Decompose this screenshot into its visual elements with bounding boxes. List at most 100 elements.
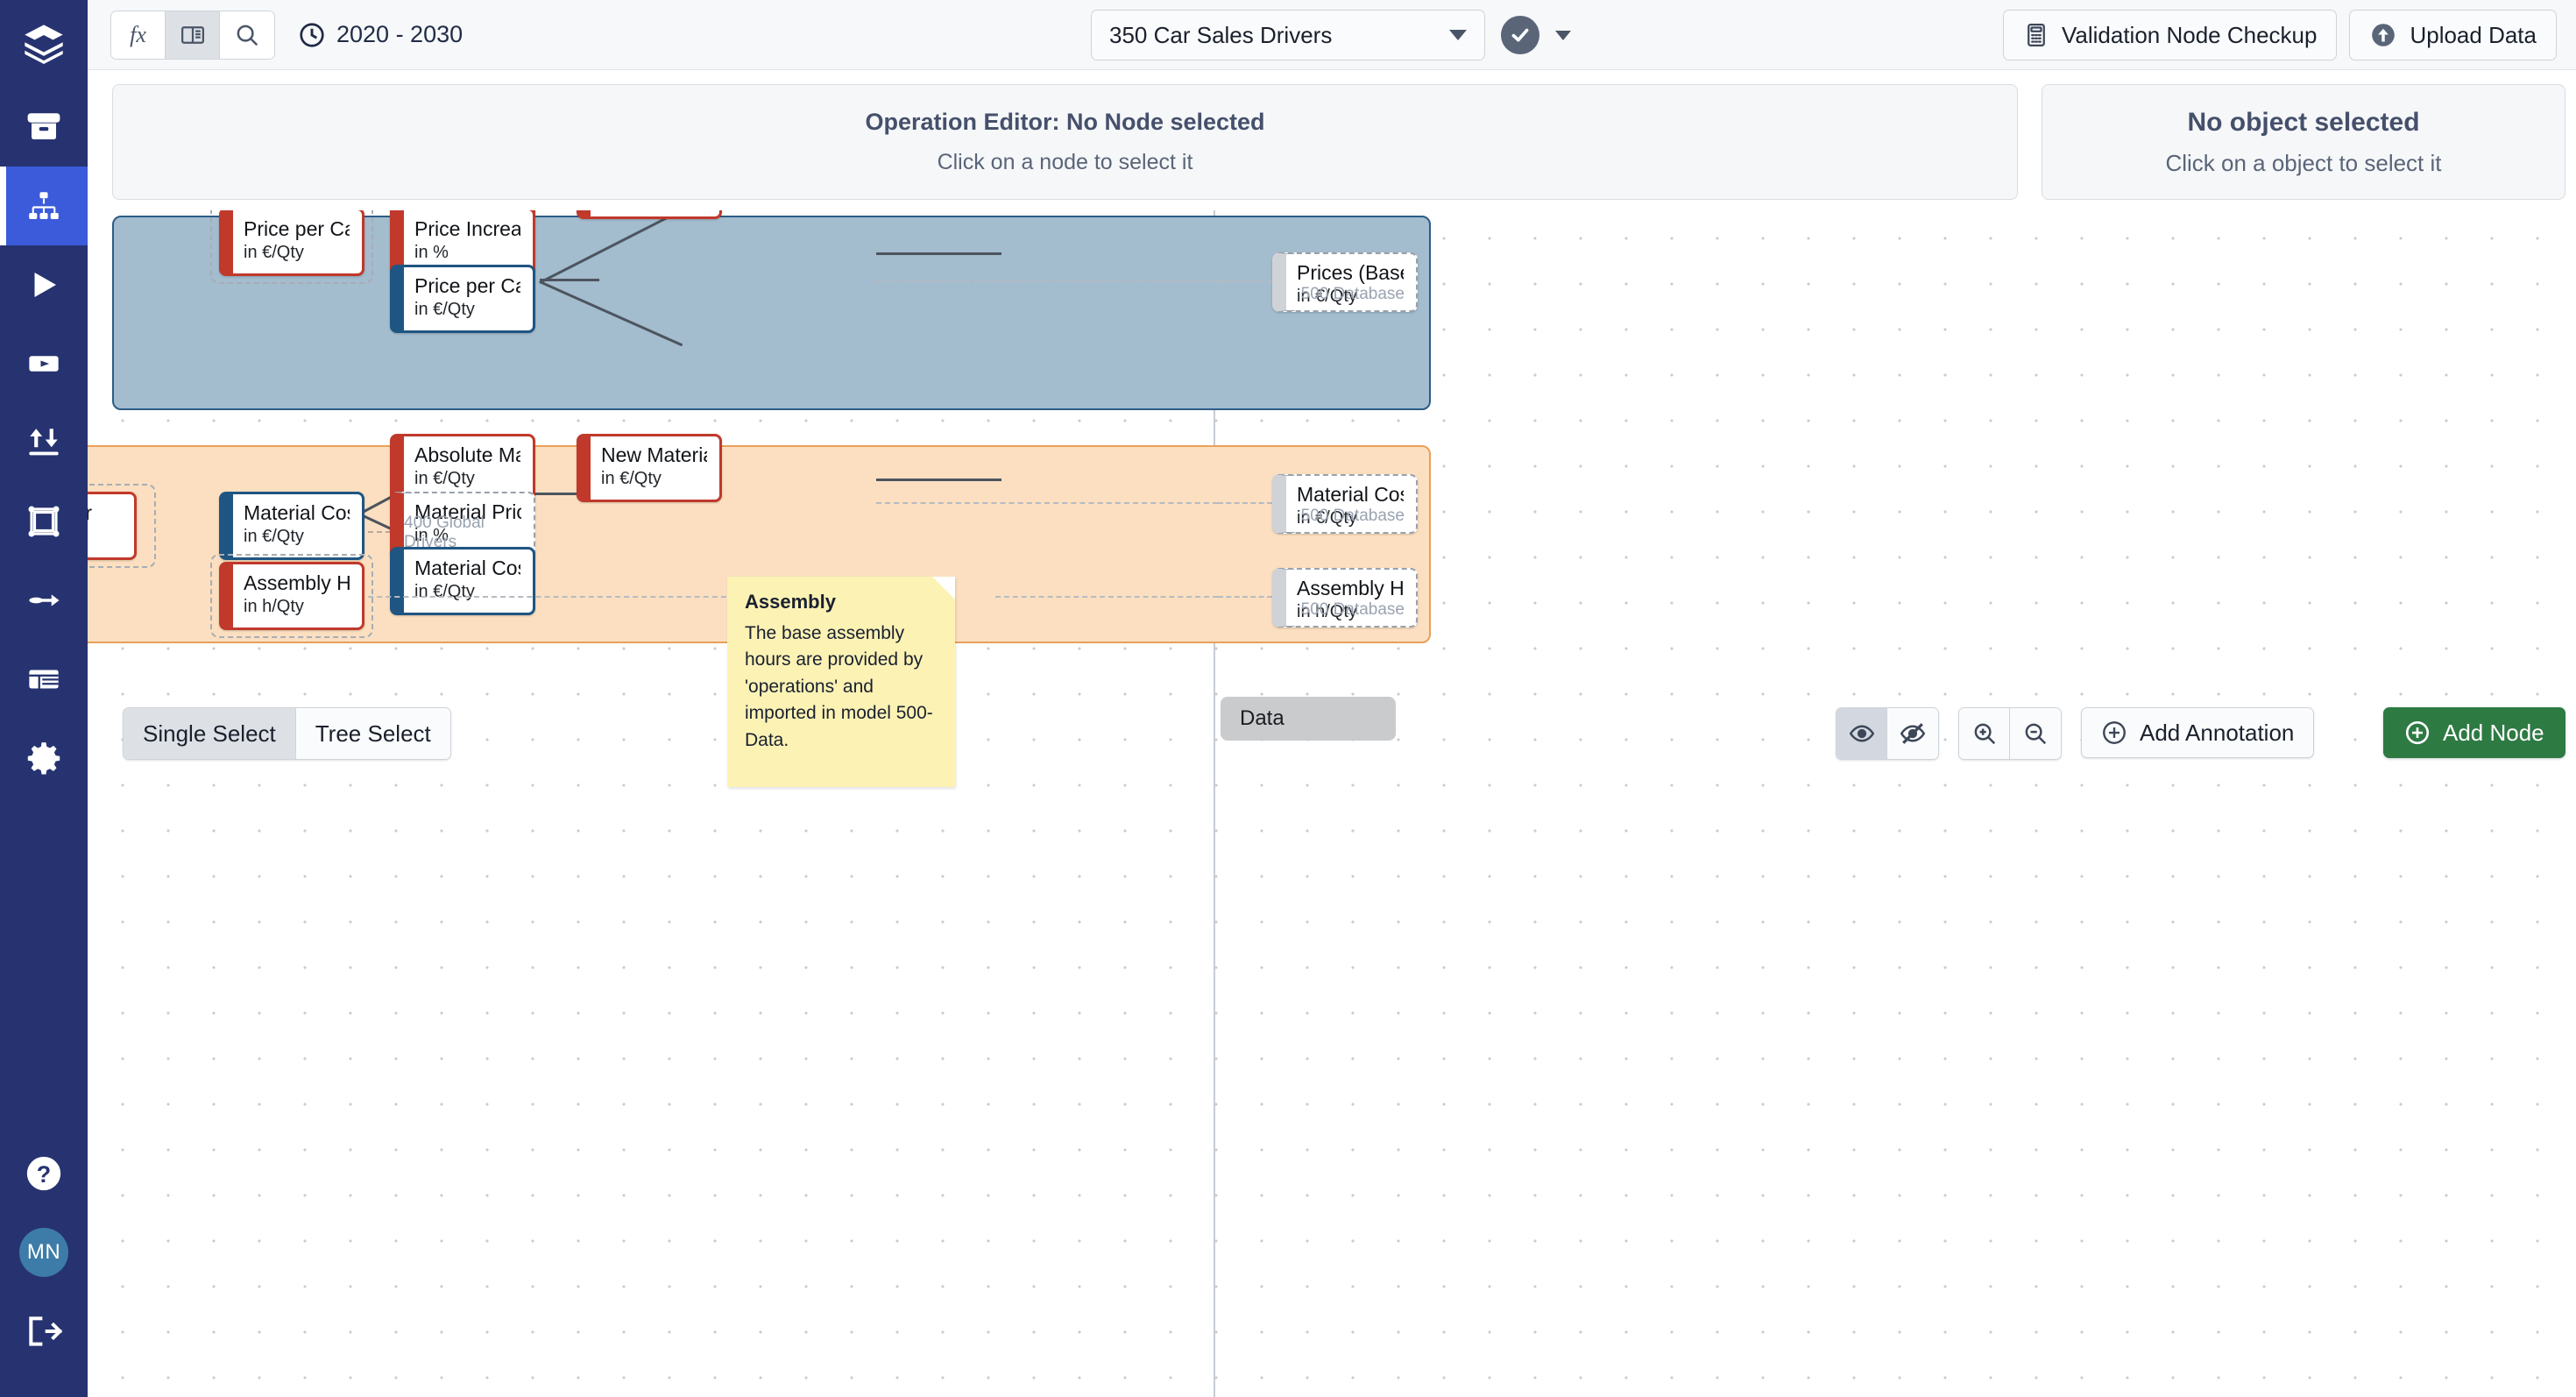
sidebar-item-flows[interactable]: [0, 561, 88, 640]
avatar-initials: MN: [19, 1228, 68, 1277]
time-range-label: 2020 - 2030: [336, 21, 464, 47]
upload-data-button[interactable]: Upload Data: [2349, 10, 2557, 60]
tree-select-button[interactable]: Tree Select: [295, 708, 450, 759]
validate-status-button[interactable]: [1501, 16, 1539, 54]
node-price-per-car-bop[interactable]: Price per Car BoP in €/Qty: [390, 265, 535, 333]
node-assembly-hours-base[interactable]: Assembly Hours (Base) in h/Qty 500 Datab…: [1272, 568, 1418, 628]
annotation-title: Assembly: [745, 591, 836, 613]
sidebar-item-settings[interactable]: [0, 719, 88, 798]
node-price-per-car[interactable]: Price per Car in €/Qty: [219, 210, 364, 276]
node-title: Price per Car BoP: [414, 274, 520, 297]
sidebar-item-help[interactable]: ?: [0, 1134, 88, 1213]
object-panel-subtitle: Click on a object to select it: [2165, 149, 2442, 176]
node-tag: 500 Database: [1300, 600, 1405, 619]
node-unit: in €/Qty: [414, 469, 475, 489]
node-tag: 500 Database: [1300, 507, 1405, 525]
play-icon: [25, 266, 62, 303]
node-material-cost-per-car[interactable]: Material Cost per Car (by Co... in €/Qty: [219, 492, 364, 560]
table-icon: [25, 661, 62, 698]
sidebar-item-archive[interactable]: [0, 88, 88, 167]
node-title: Price per Car: [244, 217, 350, 240]
node-unit: in €/Qty: [414, 582, 475, 602]
sidebar-item-transform[interactable]: [0, 482, 88, 561]
app-logo[interactable]: [0, 0, 88, 88]
sidebar-item-model-tree[interactable]: [0, 167, 88, 245]
check-circle-icon: [1511, 28, 1529, 42]
node-material-cost-per-car-bop[interactable]: Material Cost per Car BoP in €/Qty: [390, 547, 535, 615]
time-range[interactable]: 2020 - 2030: [298, 21, 463, 49]
node-title: Car: [88, 501, 93, 524]
eye-button[interactable]: [1836, 708, 1887, 759]
add-node-button[interactable]: Add Node: [2383, 707, 2565, 758]
node-car-partial[interactable]: Car: [88, 492, 137, 560]
model-canvas[interactable]: Price Price per Car in €/Qty Absolute Pr…: [88, 210, 2576, 1397]
single-select-button[interactable]: Single Select: [124, 708, 296, 759]
selection-ring-car: [88, 484, 156, 568]
node-title: Absolute Material Price Incre...: [414, 443, 520, 466]
model-selector-group: 350 Car Sales Drivers: [1091, 10, 1571, 60]
node-title: Price Increase by Region (Su...: [414, 217, 520, 240]
canvas-divider: [1214, 210, 1215, 1397]
left-sidebar: ? MN: [0, 0, 88, 1397]
logout-icon: [25, 1312, 63, 1351]
plus-circle-icon: [2405, 720, 2430, 745]
sidebar-item-logout[interactable]: [0, 1292, 88, 1371]
eye-off-icon: [1900, 723, 1926, 744]
node-title: New Material Cost List: [601, 443, 707, 466]
object-panel[interactable]: No object selected Click on a object to …: [2042, 84, 2565, 200]
node-title: Prices (Base): [1297, 261, 1404, 284]
edge-absmat-to-newcostlist: [876, 479, 1001, 481]
node-assembly-hours[interactable]: Assembly Hours in h/Qty: [219, 562, 364, 630]
zoom-in-button[interactable]: [1959, 708, 2010, 759]
select-mode-segment: Single Select Tree Select: [123, 707, 451, 760]
sidebar-item-import-export[interactable]: [0, 403, 88, 482]
calculator-icon: [2028, 24, 2045, 46]
sidebar-item-scenarios[interactable]: [0, 324, 88, 403]
sidebar-item-tables[interactable]: [0, 640, 88, 719]
hierarchy-icon: [25, 188, 62, 224]
node-unit: in €/Qty: [244, 243, 304, 263]
node-material-cost-per-car-base[interactable]: Material Cost per Car (Base) in €/Qty 50…: [1272, 474, 1418, 534]
node-unit: in €/Qty: [1297, 508, 1357, 528]
status-chevron-down-icon[interactable]: [1555, 30, 1571, 40]
eye-off-button[interactable]: [1887, 708, 1938, 759]
edge-absolute-material-to-list: [526, 493, 578, 495]
annotation-sticky-note[interactable]: Assembly The base assembly hours are pro…: [727, 577, 955, 787]
zoom-out-button[interactable]: [2010, 708, 2061, 759]
model-select[interactable]: 350 Car Sales Drivers: [1091, 10, 1485, 60]
formula-view-button[interactable]: fx: [111, 11, 166, 59]
zoom-out-icon: [2025, 723, 2047, 745]
split-panel-button[interactable]: [166, 11, 220, 59]
node-new-price-list[interactable]: New Price List in €/Qty: [577, 210, 722, 219]
model-select-value: 350 Car Sales Drivers: [1109, 21, 1333, 48]
node-title: Assembly Hours (Base): [1297, 577, 1404, 599]
view-mode-segment: fx: [110, 10, 275, 60]
operation-editor-panel[interactable]: Operation Editor: No Node selected Click…: [112, 84, 2018, 200]
add-annotation-button[interactable]: Add Annotation: [2081, 707, 2315, 758]
selection-ring-assembly-hours: [210, 554, 373, 638]
node-unit: in €/Qty: [244, 527, 304, 547]
validation-node-checkup-button[interactable]: Validation Node Checkup: [2002, 10, 2338, 60]
upload-data-label: Upload Data: [2410, 21, 2537, 48]
edge-assembly-to-sticky: [359, 596, 867, 598]
node-prices-base[interactable]: Prices (Base) in €/Qty 500 Database: [1272, 252, 1418, 312]
plus-circle-icon: [2103, 721, 2126, 744]
layers-logo-icon: [25, 25, 63, 64]
object-panel-title: No object selected: [2187, 107, 2420, 137]
split-panel-icon: [180, 25, 204, 44]
svg-text:?: ?: [37, 1161, 51, 1188]
node-absolute-material-price-increase[interactable]: Absolute Material Price Incre... in €/Qt…: [390, 434, 535, 502]
node-unit: in €/Qty: [414, 300, 475, 320]
avatar[interactable]: MN: [0, 1213, 88, 1292]
search-button[interactable]: [220, 11, 274, 59]
edge-price-to-region: [540, 279, 599, 281]
visibility-toggle-group: [1836, 707, 1939, 760]
node-title: Material Cost per Car (by Co...: [244, 501, 350, 524]
annotation-body: The base assembly hours are provided by …: [745, 623, 933, 750]
sidebar-item-run[interactable]: [0, 245, 88, 324]
arrow-right-icon: [25, 582, 62, 619]
node-new-material-cost-list[interactable]: New Material Cost List in €/Qty: [577, 434, 722, 502]
clock-icon: [300, 22, 324, 47]
node-unit: in €/Qty: [601, 469, 662, 489]
node-tag: 400 Global Drivers: [404, 514, 485, 551]
